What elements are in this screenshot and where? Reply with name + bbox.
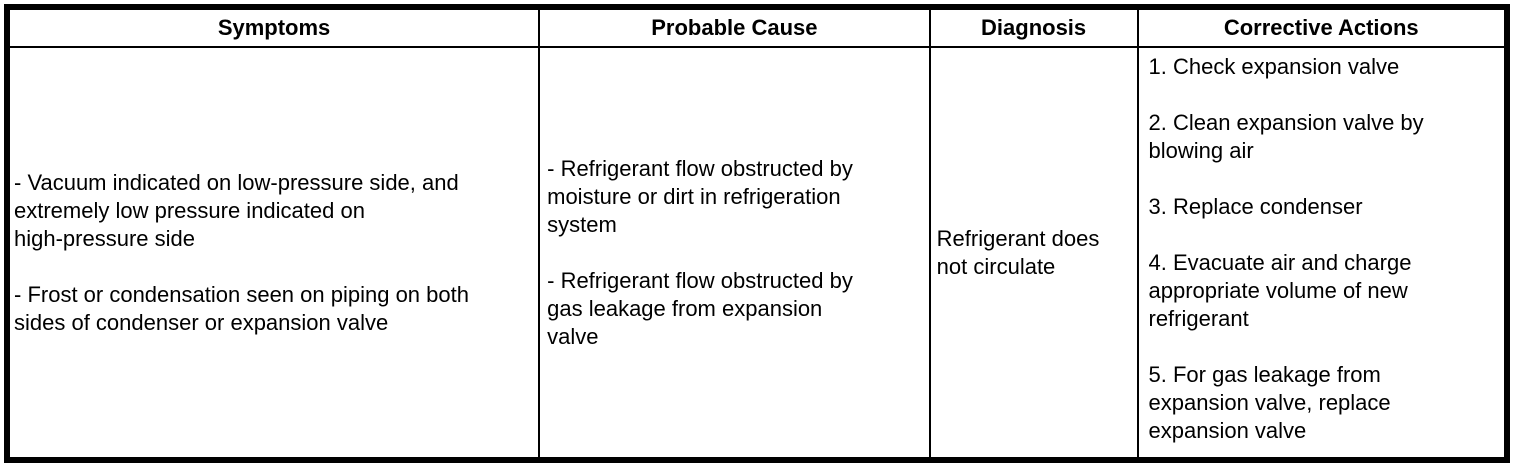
column-header-probable-cause: Probable Cause (538, 6, 931, 48)
diagnosis-cell: Refrigerant does not circulate (928, 46, 1139, 461)
corrective-action-item: 2. Clean expansion valve by blowing air (1148, 110, 1424, 163)
column-header-corrective-actions: Corrective Actions (1136, 6, 1508, 48)
symptoms-cell: - Vacuum indicated on low-pressure side,… (5, 46, 541, 461)
diagnosis-text: Refrigerant does not circulate (936, 225, 1100, 279)
table-row: - Vacuum indicated on low-pressure side,… (5, 46, 1508, 461)
corrective-action-item: 3. Replace condenser (1148, 194, 1363, 219)
corrective-actions-cell: 1. Check expansion valve 2. Clean expans… (1136, 46, 1508, 461)
corrective-action-item: 5. For gas leakage from expansion valve,… (1148, 362, 1391, 443)
column-header-diagnosis: Diagnosis (928, 6, 1139, 48)
column-header-symptoms: Symptoms (5, 6, 541, 48)
troubleshooting-table: Symptoms Probable Cause Diagnosis Correc… (4, 4, 1510, 463)
symptom-item: - Vacuum indicated on low-pressure side,… (14, 169, 459, 251)
cause-item: - Refrigerant flow obstructed by moistur… (547, 155, 853, 237)
corrective-action-item: 4. Evacuate air and charge appropriate v… (1148, 250, 1412, 331)
symptom-item: - Frost or condensation seen on piping o… (14, 281, 469, 335)
header-row: Symptoms Probable Cause Diagnosis Correc… (5, 6, 1508, 48)
corrective-action-item: 1. Check expansion valve (1148, 54, 1400, 79)
cause-item: - Refrigerant flow obstructed by gas lea… (547, 267, 853, 349)
probable-cause-cell: - Refrigerant flow obstructed by moistur… (538, 46, 931, 461)
